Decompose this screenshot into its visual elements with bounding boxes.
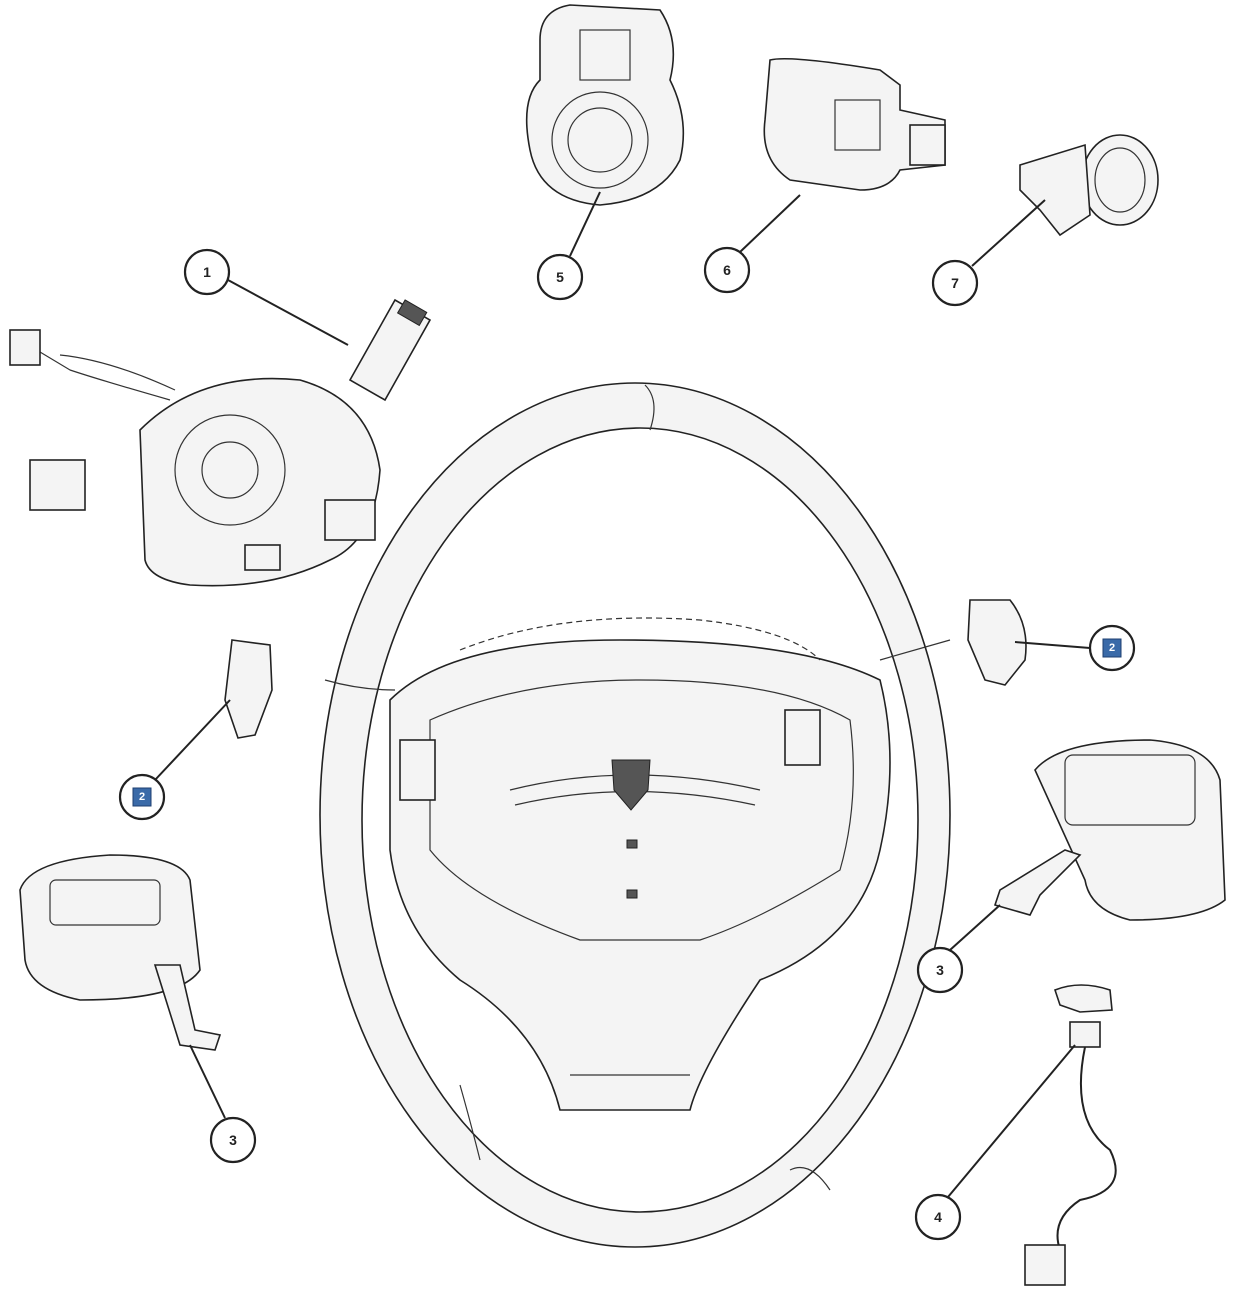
callout-7[interactable]: 7 xyxy=(931,259,979,307)
callout-3-right[interactable]: 3 xyxy=(916,946,964,994)
callout-2-left[interactable]: 2 xyxy=(118,773,166,821)
part-wire-harness xyxy=(1024,984,1117,1286)
part-multifunction-switch xyxy=(9,298,432,587)
callout-label: 1 xyxy=(203,264,211,280)
part-right-switch-pad xyxy=(993,739,1226,921)
callout-4[interactable]: 4 xyxy=(914,1193,962,1241)
callout-label: 3 xyxy=(936,962,944,978)
part-left-trim-switch xyxy=(224,639,273,739)
callout-6[interactable]: 6 xyxy=(703,246,751,294)
part-right-trim-switch xyxy=(967,599,1027,686)
callout-label: 5 xyxy=(556,269,564,285)
part-left-switch-pad xyxy=(19,854,222,1051)
callout-label: 2 xyxy=(139,791,145,803)
callout-label: 4 xyxy=(934,1209,942,1225)
callout-3-left[interactable]: 3 xyxy=(209,1116,257,1164)
logo-emblem-icon xyxy=(611,759,651,811)
callout-2-right[interactable]: 2 xyxy=(1088,624,1136,672)
part-key-ring xyxy=(1019,134,1159,237)
callout-1[interactable]: 1 xyxy=(183,248,231,296)
callout-5[interactable]: 5 xyxy=(536,253,584,301)
callout-label: 6 xyxy=(723,262,731,278)
part-clockspring xyxy=(525,4,685,206)
part-ignition-module xyxy=(763,57,946,191)
steering-wheel xyxy=(319,382,951,1248)
leader-lines xyxy=(154,191,1091,1198)
callout-label: 7 xyxy=(951,275,959,291)
callout-label: 2 xyxy=(1109,642,1115,654)
callout-label: 3 xyxy=(229,1132,237,1148)
